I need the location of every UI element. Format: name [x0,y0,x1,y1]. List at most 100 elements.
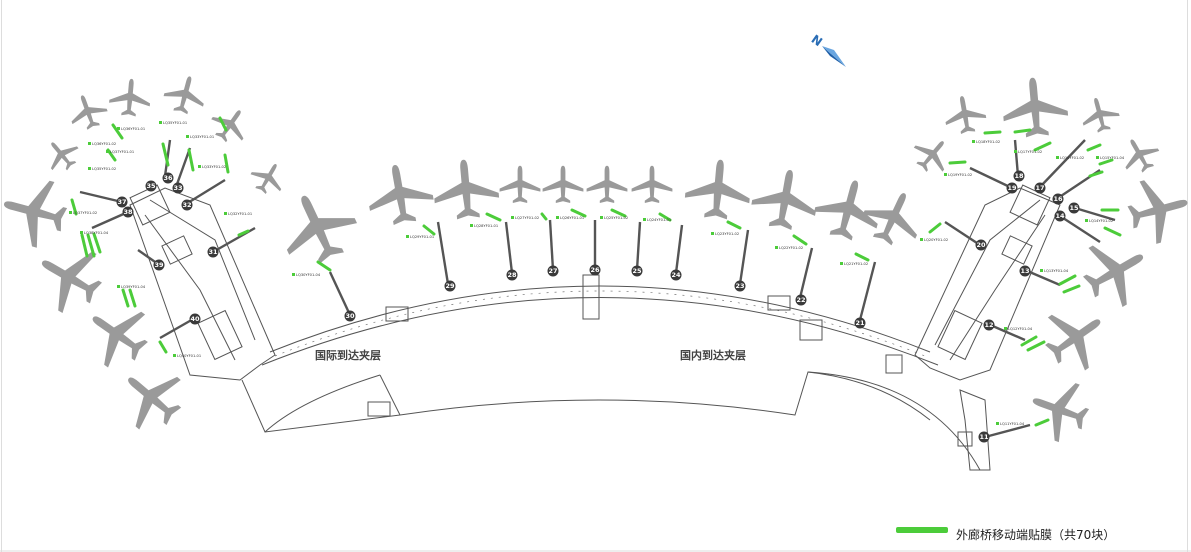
film-tag: LQ25YF01-02 [600,216,628,220]
film-tag-label: LQ33YF01-02 [202,165,226,169]
aircraft-icon [631,165,673,203]
gate-markers: 36 35 33 32 37 38 31 39 40 30 29 28 27 2… [116,170,1080,443]
aircraft-icon [108,77,152,118]
gate-number: 25 [632,267,642,275]
aircraft-icon [0,170,73,253]
film-tag-label: LQ13YF01-04 [1044,269,1069,273]
gate-marker: 16 [1052,193,1064,205]
gate-marker: 35 [145,180,157,192]
film-tag: LQ13YF01-04 [1040,269,1069,273]
gate-marker: 29 [444,280,456,292]
gate-marker: 20 [975,239,987,251]
film-tag: LQ22YF01-02 [775,246,803,250]
gate-number: 31 [208,248,218,256]
aircraft-icon [205,99,256,150]
gate-number: 11 [979,433,989,441]
gate-marker: 15 [1068,202,1080,214]
film-tag: LQ16YF01-02 [1056,156,1084,160]
gate-marker: 14 [1054,210,1066,222]
gate-marker: 25 [631,265,643,277]
aircraft-icon [1022,371,1096,448]
gate-marker: 18 [1013,170,1025,182]
film-tag: LQ30YF01-04 [292,273,321,277]
gate-number: 33 [173,184,182,192]
film-tag: LQ36YF01-01 [117,127,145,131]
film-tag-label: LQ37YF01-01 [110,150,134,154]
film-tag: LQ27YF01-02 [511,216,539,220]
film-tag-label: LQ26YF01-01 [560,216,584,220]
gate-number: 27 [548,267,557,275]
film-tag: LQ33YF01-01 [186,135,214,139]
gate-number: 22 [796,296,805,304]
gate-marker: 28 [506,269,518,281]
film-tag: LQ19YF01-02 [944,173,972,177]
film-tag: LQ20YF01-02 [920,238,948,242]
gate-number: 39 [154,261,164,269]
film-tag-label: LQ37YF01-02 [73,211,97,215]
film-tag-label: LQ19YF01-02 [948,173,972,177]
aircraft-icon [1033,294,1119,381]
gate-marker: 27 [547,265,559,277]
aircraft-icon [64,89,112,134]
film-tag: LQ15YF01-04 [1096,156,1125,160]
film-tag: LQ23YF01-02 [711,232,739,236]
aircraft-icon [941,92,989,137]
film-tag-label: LQ29YF01-01 [410,235,434,239]
gate-marker: 38 [122,206,134,218]
gate-number: 20 [976,241,986,249]
film-tag-label: LQ28YF01-01 [474,224,498,228]
film-tag-label: LQ21YF01-02 [844,262,868,266]
gate-marker: 39 [153,259,165,271]
film-tags: LQ36YF01-01 LQ36YF01-02 LQ35YF01-01 LQ35… [69,121,1125,426]
film-tag: LQ38YF01-04 [80,231,109,235]
aircraft-icon [160,71,210,118]
film-tag: LQ35YF01-01 [159,121,187,125]
gate-number: 28 [507,271,517,279]
film-tag-label: LQ39YF01-04 [121,285,146,289]
film-tag: LQ32YF01-01 [224,212,252,216]
film-tag: LQ11YF01-04 [996,422,1025,426]
gate-marker: 31 [207,246,219,258]
film-tag-label: LQ15YF01-04 [1100,156,1125,160]
gate-number: 15 [1069,204,1079,212]
film-tag-label: LQ18YF01-02 [976,140,1000,144]
aircraft-icon [431,156,501,222]
film-tag-label: LQ12YF01-04 [1008,327,1033,331]
film-tag: LQ37YF01-02 [69,211,97,215]
gate-number: 19 [1007,184,1017,192]
aircraft-icon [1115,130,1165,179]
film-tag-label: LQ20YF01-02 [924,238,948,242]
film-tag-label: LQ30YF01-04 [296,273,321,277]
film-tag: LQ35YF01-02 [88,167,116,171]
film-tag-label: LQ17YF01-02 [1018,150,1042,154]
legend: 外廊桥移动端贴膜（共70块） [896,527,1115,542]
gate-marker: 22 [795,294,807,306]
gate-number: 17 [1035,184,1044,192]
gate-marker: 17 [1034,182,1046,194]
aircraft-icon [1122,170,1191,249]
gate-number: 14 [1055,212,1065,220]
aircraft-icon [683,156,753,222]
gate-marker: 32 [181,199,193,211]
film-tag-label: LQ14YF01-02 [1089,219,1113,223]
domestic-arrival-mezzanine-label: 国内到达夹层 [680,348,746,362]
gate-number: 24 [671,271,681,279]
gate-number: 37 [117,198,126,206]
aircraft-icon [748,164,823,234]
film-tag: LQ14YF01-02 [1085,219,1113,223]
aircraft-icon [1000,74,1070,140]
film-tag: LQ26YF01-01 [556,216,584,220]
gate-number: 23 [735,282,744,290]
aircraft-icon [269,180,366,274]
boarding-bridges [79,139,1116,439]
film-tag-label: LQ40YF01-01 [177,354,201,358]
film-tag: LQ36YF01-02 [88,142,116,146]
gate-marker: 30 [344,310,356,322]
gate-number: 35 [146,182,156,190]
aircraft-icon [38,131,85,178]
film-tag-label: LQ23YF01-02 [715,232,739,236]
film-tag: LQ39YF01-04 [117,285,146,289]
film-tag: LQ33YF01-02 [198,165,226,169]
film-tag-label: LQ36YF01-02 [92,142,116,146]
gate-marker: 33 [172,182,184,194]
